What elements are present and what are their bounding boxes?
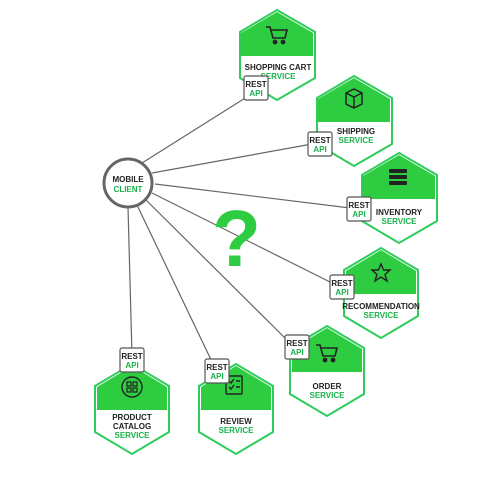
edge-order xyxy=(145,199,291,344)
service-line1: SHOPPING CART xyxy=(245,63,312,72)
service-line1: SHIPPING xyxy=(337,127,375,136)
rest-api-order: REST API xyxy=(284,334,310,360)
api-label: API xyxy=(125,361,138,370)
service-line1: RECOMMENDATION xyxy=(342,302,420,311)
service-line2: SERVICE xyxy=(310,391,346,400)
edge-recommendation xyxy=(151,192,335,285)
box-icon xyxy=(345,88,363,109)
edge-review xyxy=(136,204,215,367)
service-line2: SERVICE xyxy=(339,136,375,145)
service-line1: PRODUCT xyxy=(112,413,152,422)
service-line2: SERVICE xyxy=(219,426,255,435)
api-label: API xyxy=(210,372,223,381)
service-line1: ORDER xyxy=(313,382,342,391)
rest-api-shipping: REST API xyxy=(307,131,333,157)
cart-icon xyxy=(266,26,289,45)
service-line3: SERVICE xyxy=(115,431,151,440)
service-line2: SERVICE xyxy=(382,217,418,226)
rest-api-review: REST API xyxy=(204,358,230,384)
edge-inventory xyxy=(154,183,351,209)
stack-icon xyxy=(389,169,407,185)
edge-shopping-cart xyxy=(141,94,251,164)
grid-icon xyxy=(121,376,143,398)
checklist-icon xyxy=(225,375,243,395)
rest-label: REST xyxy=(348,201,369,210)
rest-label: REST xyxy=(286,339,307,348)
api-label: API xyxy=(290,348,303,357)
mobile-client-node: MOBILE CLIENT xyxy=(102,157,154,209)
edge-shipping xyxy=(151,143,313,174)
api-label: API xyxy=(313,145,326,154)
api-label: API xyxy=(352,210,365,219)
rest-label: REST xyxy=(331,279,352,288)
api-label: API xyxy=(335,288,348,297)
cart-icon xyxy=(316,344,339,363)
service-line2: SERVICE xyxy=(364,311,400,320)
inventory-service: INVENTORY SERVICE xyxy=(361,151,438,245)
rest-label: REST xyxy=(309,136,330,145)
product-catalog-service: PRODUCT CATALOG SERVICE xyxy=(94,362,170,456)
client-circle xyxy=(102,157,154,209)
service-line1: INVENTORY xyxy=(376,208,423,217)
edges xyxy=(127,94,351,367)
rest-api-shopping-cart: REST API xyxy=(243,75,269,101)
rest-api-product-catalog: REST API xyxy=(119,347,145,373)
service-line2: SERVICE xyxy=(261,72,297,81)
rest-label: REST xyxy=(206,363,227,372)
shipping-service: SHIPPING SERVICE xyxy=(316,74,393,168)
rest-label: REST xyxy=(121,352,142,361)
rest-api-recommendation: REST API xyxy=(329,274,355,300)
client-label-line1: MOBILE xyxy=(112,175,144,184)
client-label-line2: CLIENT xyxy=(114,185,143,194)
question-mark: ? xyxy=(212,194,261,283)
star-icon xyxy=(370,262,392,283)
shopping-cart-service: SHOPPING CART SERVICE xyxy=(239,8,316,102)
rest-label: REST xyxy=(245,80,266,89)
recommendation-service: RECOMMENDATION SERVICE xyxy=(342,246,420,340)
api-label: API xyxy=(249,89,262,98)
edge-product-catalog xyxy=(127,206,133,356)
service-line1: REVIEW xyxy=(220,417,252,426)
rest-api-inventory: REST API xyxy=(346,196,372,222)
service-line2: CATALOG xyxy=(113,422,151,431)
